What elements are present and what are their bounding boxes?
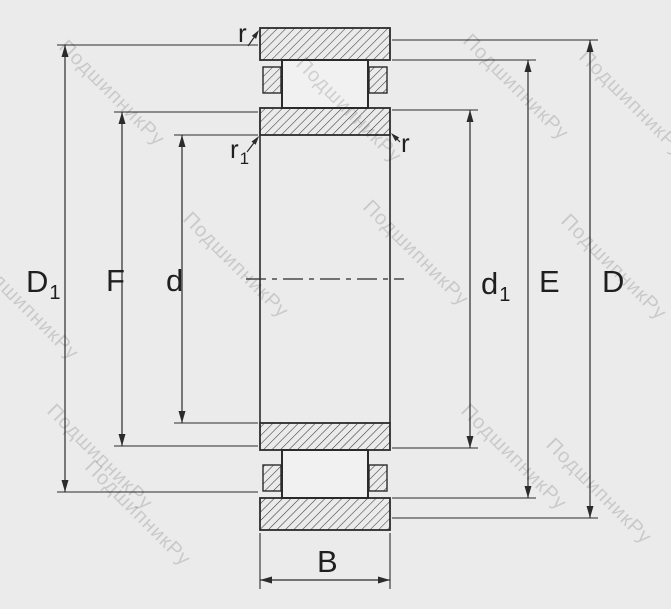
leader-line [246,142,255,153]
watermark-text: ПодшипникРу [80,456,195,571]
watermark-text: ПодшипникРу [358,196,473,311]
arrowhead [61,45,69,57]
cage-bottom-left [262,464,282,492]
callout-r-top: r [238,18,259,48]
arrowhead [260,576,272,584]
label-r-right: r [401,128,410,158]
label-r-top: r [238,18,247,48]
cage-top-right [368,66,388,94]
label-D: D [602,264,624,299]
arrowhead [586,40,594,52]
inner-ring-bottom [259,422,391,451]
outer-ring-top [259,27,391,61]
cage-bottom-right [368,464,388,492]
outer-ring-bottom [259,497,391,531]
roller-top [281,59,369,109]
inner-ring-top [259,107,391,136]
arrowhead [118,112,126,124]
dimension-B: B [259,533,391,589]
watermark-text: ПодшипникРу [178,208,293,323]
dimension-d: d [166,134,258,424]
arrowhead [61,480,69,492]
label-D1: D1 [26,264,61,304]
label-d: d [166,263,183,298]
arrowhead [586,506,594,518]
dimension-D: D [392,39,624,519]
roller-bottom [281,449,369,499]
arrowhead [251,30,259,39]
watermark-text: ПодшипникРу [556,210,671,325]
cage-top-left [262,66,282,94]
arrowhead [391,133,400,142]
watermark-text: ПодшипникРу [574,46,671,161]
label-F: F [106,263,125,298]
dimension-d1: d1 [392,109,510,449]
arrowhead [118,434,126,446]
arrowhead [466,110,474,122]
dimension-D1: D1 [26,44,258,493]
arrowhead [378,576,390,584]
dimension-E: E [392,59,560,499]
callout-r-right: r [391,128,410,158]
arrowhead [178,135,186,147]
arrowhead [524,60,532,72]
label-d1: d1 [481,266,510,306]
label-E: E [539,264,560,299]
arrowhead [524,486,532,498]
label-B: B [317,544,338,579]
arrowhead [178,411,186,423]
arrowhead [466,436,474,448]
leader-line [247,37,255,47]
watermark-text: ПодшипникРу [42,400,157,515]
dimension-F: F [106,111,258,447]
arrowhead [251,136,259,145]
watermark-text: ПодшипникРу [54,36,169,151]
label-r1: r1 [230,134,249,168]
callout-r1: r1 [230,134,259,168]
watermark-text: ПодшипникРу [458,30,573,145]
bearing-cross-section [246,27,404,531]
